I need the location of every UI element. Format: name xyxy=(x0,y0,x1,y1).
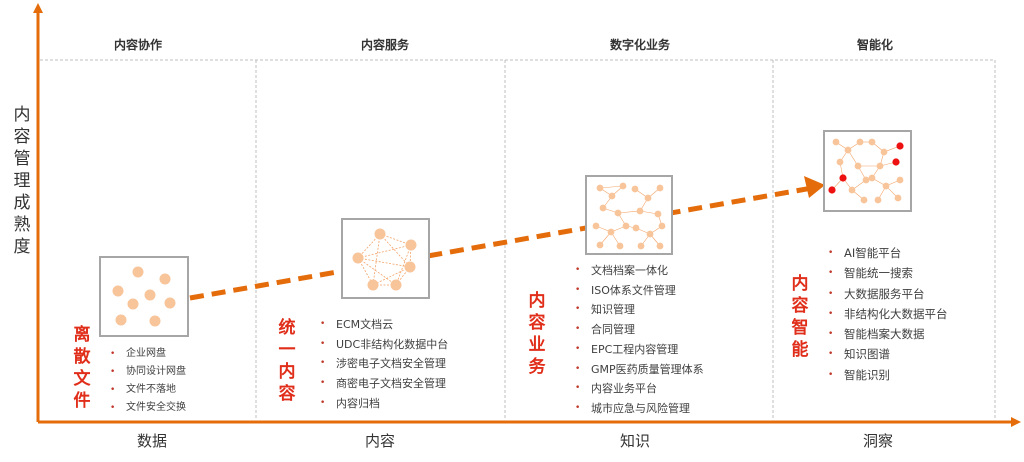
scattered-dots-icon xyxy=(99,256,189,337)
clustered-network-icon xyxy=(585,175,673,255)
x-label-content: 内容 xyxy=(364,432,396,450)
maturity-trend-arrow xyxy=(189,176,825,301)
stage-4-item-list: AI智能平台 智能统一搜索 大数据服务平台 非结构化大数据平台 智能档案大数据 … xyxy=(826,243,948,385)
y-axis-title: 内容管理成熟度 xyxy=(13,105,31,257)
list-item: 知识图谱 xyxy=(826,344,948,365)
column-header-content-collaboration: 内容协作 xyxy=(113,38,163,52)
stage-title-content-intelligence: 内容智能 xyxy=(791,274,809,360)
list-item: UDC非结构化数据中台 xyxy=(318,335,448,355)
column-header-digital-business: 数字化业务 xyxy=(609,38,671,52)
x-label-knowledge: 知识 xyxy=(619,432,651,450)
stage-title-discrete-files: 离散文件 xyxy=(73,325,91,411)
list-item: 知识管理 xyxy=(573,300,704,320)
list-item: 涉密电子文档安全管理 xyxy=(318,354,448,374)
chart-axes xyxy=(33,3,1021,427)
list-item: EPC工程内容管理 xyxy=(573,340,704,360)
column-header-content-services: 内容服务 xyxy=(360,38,410,52)
list-item: 智能统一搜索 xyxy=(826,263,948,284)
x-label-insight: 洞察 xyxy=(862,432,894,450)
list-item: 智能档案大数据 xyxy=(826,324,948,345)
list-item: 非结构化大数据平台 xyxy=(826,304,948,325)
list-item: 文档档案一体化 xyxy=(573,261,704,281)
list-item: GMP医药质量管理体系 xyxy=(573,360,704,380)
list-item: AI智能平台 xyxy=(826,243,948,264)
stage-1-item-list: 企业网盘 协同设计网盘 文件不落地 文件安全交换 xyxy=(108,345,186,417)
list-item: ISO体系文件管理 xyxy=(573,281,704,301)
connected-mesh-icon xyxy=(341,218,430,299)
column-header-intelligence: 智能化 xyxy=(856,38,894,52)
stage-2-item-list: ECM文档云 UDC非结构化数据中台 涉密电子文档安全管理 商密电子文档安全管理… xyxy=(318,315,448,414)
x-label-data: 数据 xyxy=(136,432,168,450)
list-item: 合同管理 xyxy=(573,320,704,340)
stage-title-content-business: 内容业务 xyxy=(528,291,546,377)
list-item: 协同设计网盘 xyxy=(108,363,186,381)
list-item: 企业网盘 xyxy=(108,345,186,363)
list-item: 内容业务平台 xyxy=(573,379,704,399)
stage-title-unified-content: 统一内容 xyxy=(278,318,296,404)
list-item: 大数据服务平台 xyxy=(826,284,948,305)
list-item: 城市应急与风险管理 xyxy=(573,399,704,419)
list-item: 内容归档 xyxy=(318,394,448,414)
list-item: 智能识别 xyxy=(826,365,948,386)
list-item: ECM文档云 xyxy=(318,315,448,335)
list-item: 文件安全交换 xyxy=(108,399,186,417)
list-item: 商密电子文档安全管理 xyxy=(318,374,448,394)
intelligent-network-icon xyxy=(823,130,912,212)
stage-3-item-list: 文档档案一体化 ISO体系文件管理 知识管理 合同管理 EPC工程内容管理 GM… xyxy=(573,261,704,419)
list-item: 文件不落地 xyxy=(108,381,186,399)
